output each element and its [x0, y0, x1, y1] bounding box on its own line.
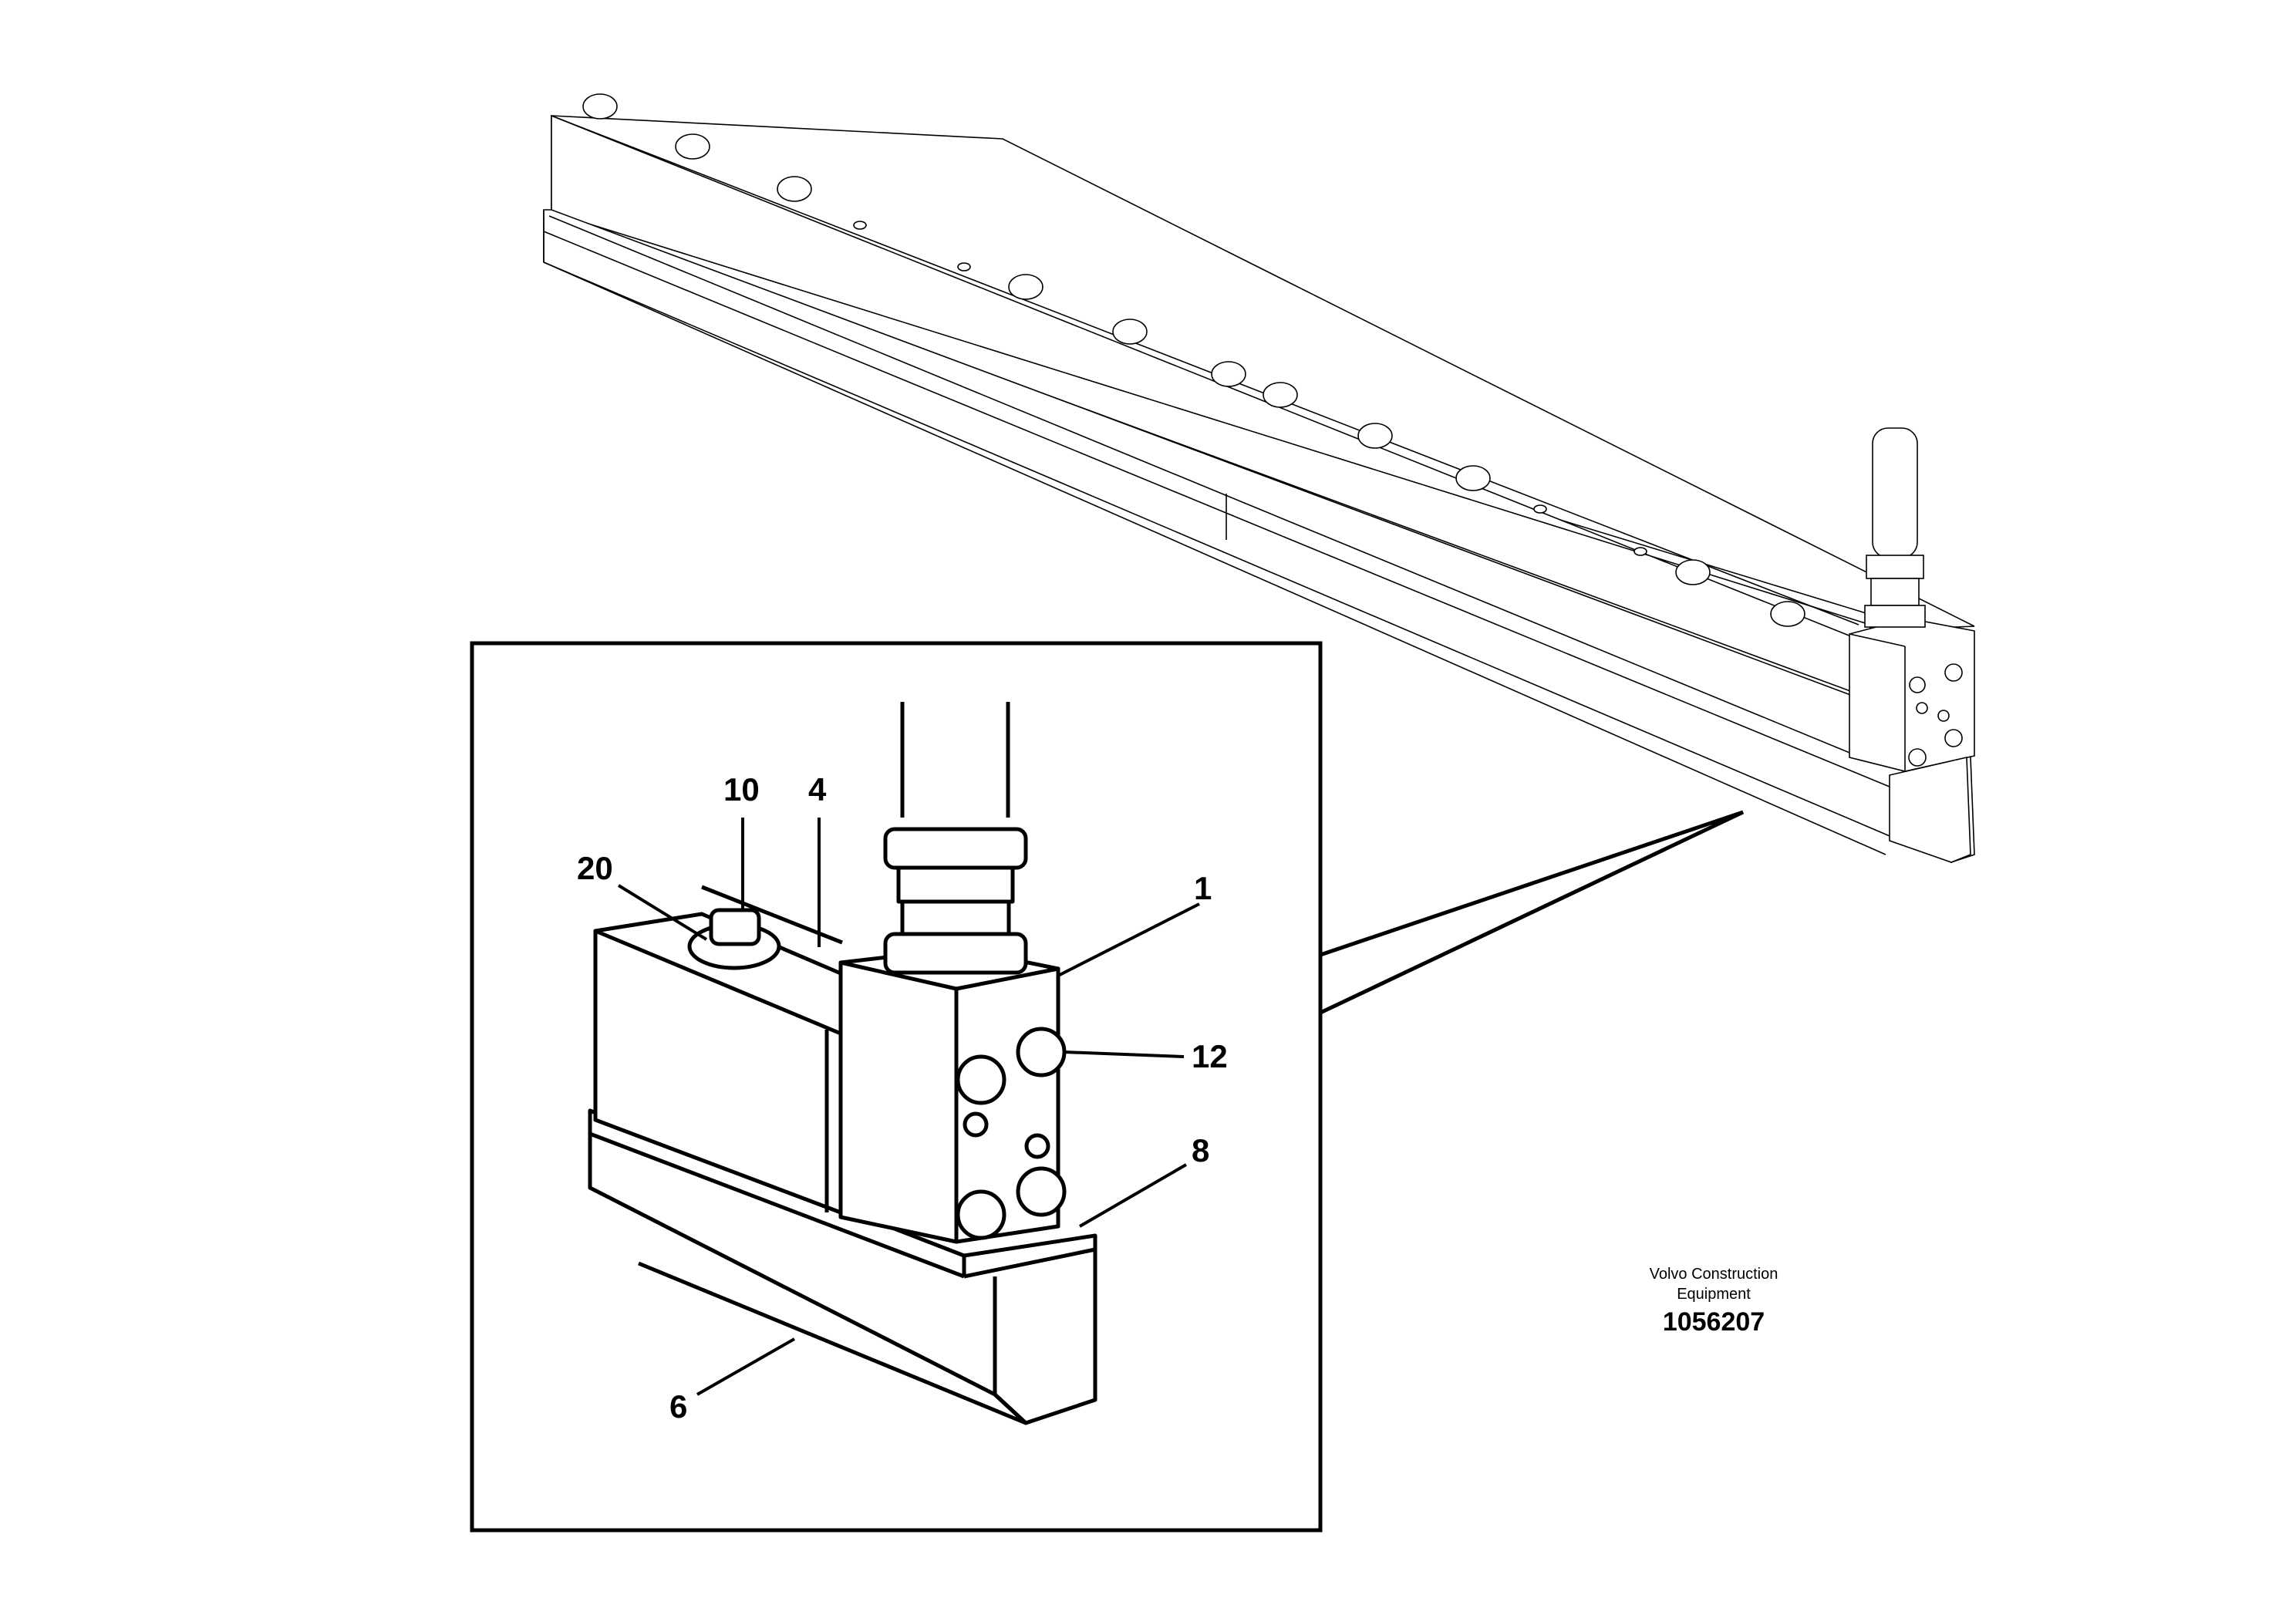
callout-12: 12: [1192, 1038, 1228, 1074]
beam-overview: [543, 93, 1975, 863]
valve-block-bolts: [956, 1027, 1067, 1240]
brand-line-2: Equipment: [1677, 1286, 1751, 1303]
title-block: Volvo Construction Equipment 1056207: [1650, 1266, 1778, 1337]
zoom-pointer: [1319, 810, 1745, 1015]
callout-4: 4: [808, 771, 827, 808]
brand-line-1: Volvo Construction: [1650, 1266, 1778, 1283]
callout-1: 1: [1194, 870, 1212, 906]
detail-view: 10 4 20 1 12 8 6: [470, 641, 1323, 1533]
callout-20: 20: [577, 850, 613, 886]
top-bolt-row: [582, 93, 1805, 627]
callout-8: 8: [1192, 1132, 1209, 1168]
document-number: 1056207: [1663, 1307, 1765, 1337]
callout-10: 10: [723, 771, 760, 808]
callout-6: 6: [669, 1388, 687, 1425]
